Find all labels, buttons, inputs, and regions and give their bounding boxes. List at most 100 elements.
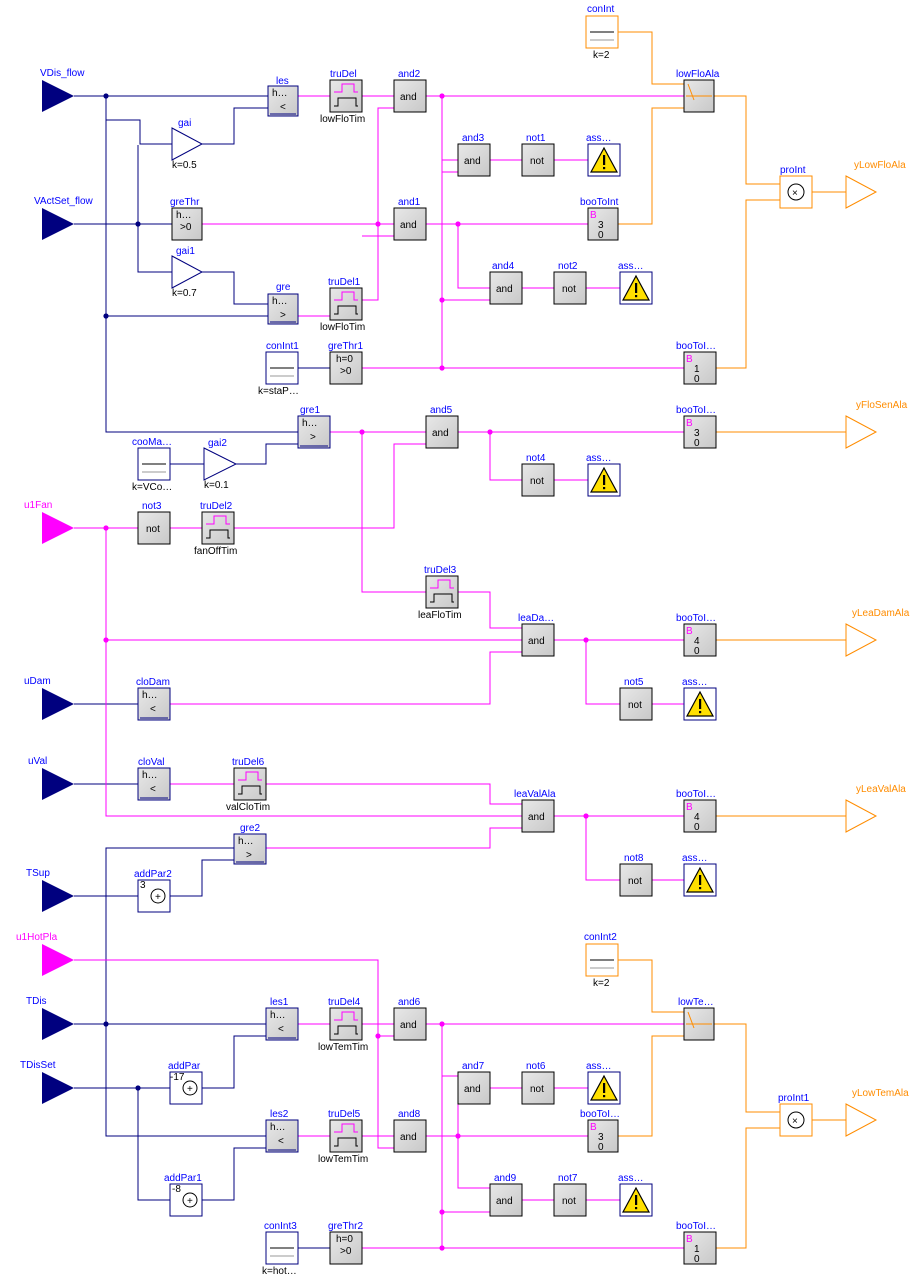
block-name: ass… bbox=[618, 1173, 644, 1184]
block-inner: 3 bbox=[598, 1132, 604, 1143]
input-label: uVal bbox=[28, 756, 47, 767]
block-ass1: ass… bbox=[586, 133, 621, 177]
block-inner: B bbox=[686, 354, 693, 365]
input-label: uDam bbox=[24, 676, 51, 687]
input-VDis_flow: VDis_flow bbox=[40, 68, 85, 112]
block-booToInt6: B 1 0 booToI… bbox=[676, 1221, 717, 1265]
block-truDel5: truDel5 lowTemTim bbox=[318, 1109, 368, 1165]
block-greThr2: h=0 >0 greThr2 bbox=[328, 1221, 363, 1265]
block-name: not3 bbox=[142, 501, 162, 512]
input-label: TSup bbox=[26, 868, 50, 879]
block-param: leaFloTim bbox=[418, 610, 462, 621]
block-inner: 1 bbox=[694, 1244, 700, 1255]
input-VActSet_flow: VActSet_flow bbox=[34, 196, 94, 240]
block-name: lowFloAla bbox=[676, 69, 720, 80]
block-inner: 3 bbox=[140, 880, 146, 891]
block-truDel4: truDel4 lowTemTim bbox=[318, 997, 368, 1053]
block-name: and2 bbox=[398, 69, 421, 80]
block-and3: and and3 bbox=[457, 133, 491, 177]
block-ass5: ass… bbox=[682, 853, 717, 897]
block-inner: not bbox=[530, 1084, 544, 1095]
block-proInt: × proInt bbox=[779, 165, 813, 209]
block-inner: and bbox=[528, 636, 545, 647]
block-gre2: h… > gre2 bbox=[233, 823, 267, 865]
block-inner: 1 bbox=[694, 364, 700, 375]
block-booToInt5: B 3 0 booToI… bbox=[580, 1109, 620, 1153]
output-yLeaDamAla: yLeaDamAla bbox=[845, 608, 910, 657]
block-param: k=staP… bbox=[258, 386, 299, 397]
block-name: truDel bbox=[330, 69, 357, 80]
block-name: les bbox=[276, 76, 289, 87]
output-label: yLowFloAla bbox=[854, 160, 906, 171]
block-and8: and and8 bbox=[393, 1109, 427, 1153]
block-name: greThr2 bbox=[328, 1221, 363, 1232]
input-u1HotPla: u1HotPla bbox=[16, 932, 74, 976]
input-uVal: uVal bbox=[28, 756, 74, 800]
input-label: TDisSet bbox=[20, 1060, 56, 1071]
block-param: lowTemTim bbox=[318, 1042, 368, 1053]
block-booToInt2: B 3 0 booToI… bbox=[676, 405, 717, 449]
block-cloDam: h… < cloDam bbox=[136, 677, 171, 721]
block-name: les1 bbox=[270, 997, 289, 1008]
block-gai: gai k=0.5 bbox=[171, 118, 204, 171]
block-name: cooMa… bbox=[132, 437, 172, 448]
input-label: u1Fan bbox=[24, 500, 52, 511]
block-name: booToI… bbox=[676, 1221, 716, 1232]
block-param: lowFloTim bbox=[320, 322, 365, 333]
block-inner: 0 bbox=[598, 230, 604, 241]
block-name: and3 bbox=[462, 133, 485, 144]
block-inner: < bbox=[150, 784, 156, 795]
block-name: truDel6 bbox=[232, 757, 265, 768]
block-inner: h… bbox=[142, 690, 158, 701]
block-name: ass… bbox=[618, 261, 644, 272]
block-name: ass… bbox=[586, 1061, 612, 1072]
block-gai2: gai2 k=0.1 bbox=[203, 438, 238, 491]
block-truDel: truDel lowFloTim bbox=[320, 69, 365, 125]
block-booToInt1: B 1 0 booToI… bbox=[676, 341, 717, 385]
block-name: gre bbox=[276, 282, 291, 293]
block-inner: 4 bbox=[694, 636, 700, 647]
block-name: and1 bbox=[398, 197, 421, 208]
block-inner: B bbox=[686, 626, 693, 637]
block-name: not7 bbox=[558, 1173, 578, 1184]
block-addPar1: -8 + addPar1 bbox=[164, 1173, 203, 1217]
block-name: not5 bbox=[624, 677, 644, 688]
block-inner: 3 bbox=[598, 220, 604, 231]
block-conInt1: conInt1 k=staP… bbox=[258, 341, 299, 397]
block-name: booToI… bbox=[676, 405, 716, 416]
block-name: les2 bbox=[270, 1109, 289, 1120]
block-name: and6 bbox=[398, 997, 421, 1008]
block-inner: < bbox=[278, 1024, 284, 1035]
block-name: not1 bbox=[526, 133, 546, 144]
block-inner: h… bbox=[142, 770, 158, 781]
block-name: gai bbox=[178, 118, 191, 129]
block-name: and8 bbox=[398, 1109, 421, 1120]
block-not7: not not7 bbox=[553, 1173, 587, 1217]
block-inner: 0 bbox=[694, 374, 700, 385]
block-ass7: ass… bbox=[618, 1173, 653, 1217]
output-label: yFloSenAla bbox=[856, 400, 908, 411]
block-inner: h… bbox=[270, 1010, 286, 1021]
block-inner: and bbox=[400, 220, 417, 231]
block-inner: 0 bbox=[694, 1254, 700, 1265]
block-param: lowTemTim bbox=[318, 1154, 368, 1165]
block-and6: and and6 bbox=[393, 997, 427, 1041]
block-inner: 0 bbox=[694, 438, 700, 449]
block-and9: and and9 bbox=[489, 1173, 523, 1217]
block-gai1: gai1 k=0.7 bbox=[171, 246, 204, 299]
block-name: and5 bbox=[430, 405, 453, 416]
block-les1: h… < les1 bbox=[265, 997, 299, 1041]
integer-signal-wires bbox=[618, 31, 846, 1249]
block-name: truDel4 bbox=[328, 997, 361, 1008]
block-truDel2: truDel2 fanOffTim bbox=[194, 501, 237, 557]
output-yLowFloAla: yLowFloAla bbox=[845, 160, 906, 209]
block-inner: h… bbox=[272, 296, 288, 307]
block-not6: not not6 bbox=[521, 1061, 555, 1105]
block-name: greThr bbox=[170, 197, 200, 208]
input-label: VDis_flow bbox=[40, 68, 85, 79]
block-inner: < bbox=[280, 102, 286, 113]
output-yLowTemAla: yLowTemAla bbox=[845, 1088, 909, 1137]
block-inner: and bbox=[400, 1132, 417, 1143]
block-inner: not bbox=[628, 700, 642, 711]
block-name: leaValAla bbox=[514, 789, 556, 800]
